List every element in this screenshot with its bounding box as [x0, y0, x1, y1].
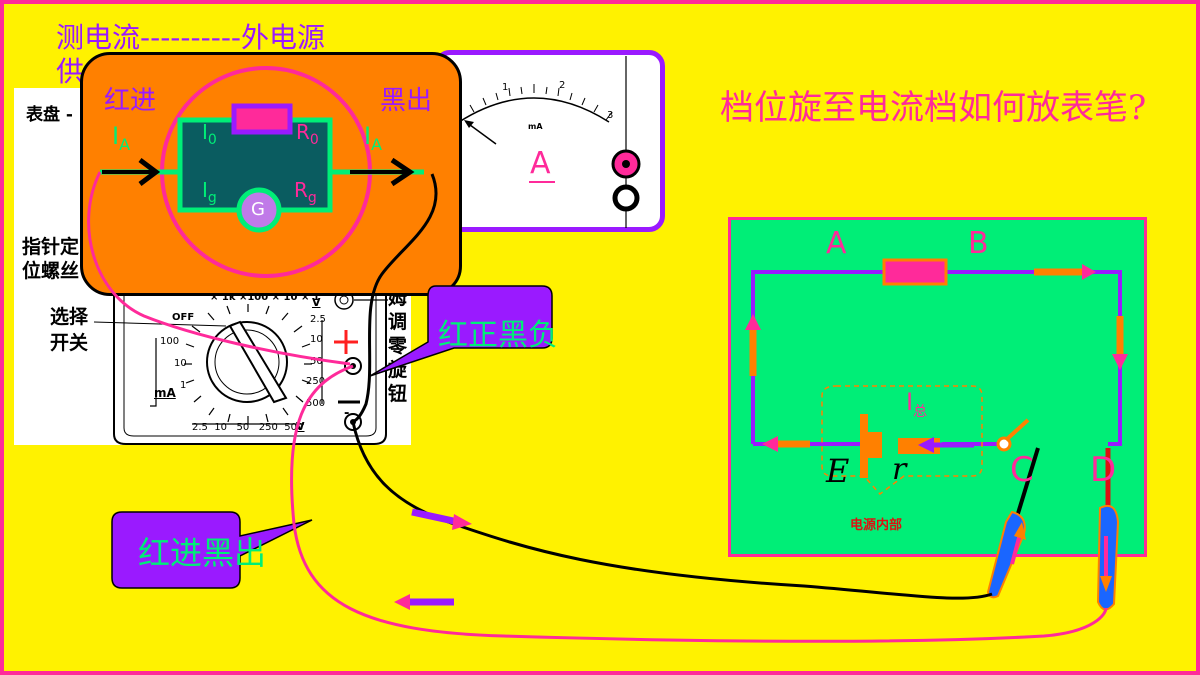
black-probe-tip [1014, 447, 1040, 521]
inset-black-out: 黑出 [380, 86, 433, 116]
galvanometer-g [236, 187, 282, 233]
emf-label: E [826, 452, 850, 490]
galvanometer-label: G [251, 199, 265, 220]
question-text: 档位旋至电流档如何放表笔? [720, 88, 1147, 128]
slide-title: 测电流----------外电源 [56, 21, 326, 54]
black-lead-arrow-shaft [411, 508, 459, 526]
inset-arrow-right-head [390, 157, 415, 187]
multimeter-frame [113, 292, 387, 445]
ammeter-positive-terminal-center [622, 160, 630, 168]
callout-red-in-black-out-text: 红进黑出 [138, 534, 267, 572]
selector-knob-inner [214, 329, 280, 395]
red-lead-arrow-head [394, 594, 410, 610]
circuit-drawing [745, 258, 1128, 611]
shunt-resistor-r0 [231, 103, 293, 135]
selector-leader [93, 321, 227, 327]
ma-bracket [150, 338, 157, 407]
inset-current-in-label: IA [112, 122, 131, 154]
ammeter-unit: mA [528, 122, 543, 131]
inset-current-out-label: IA [364, 122, 383, 154]
black-lead-upper [352, 173, 438, 424]
minus-label: - [344, 406, 350, 421]
red-lead-lower [290, 364, 1108, 643]
range-top: × 1k ×100 × 10 × 1 [210, 292, 320, 303]
internal-source-label: 电源内部 [850, 518, 903, 533]
v-tick-50: 50 [310, 356, 323, 367]
circuit-point-b: B [968, 226, 989, 261]
callout-red-pos-black-neg [369, 285, 553, 377]
needle-adjust-label-1: 指针定 [22, 236, 80, 258]
battery-long-plate [860, 414, 868, 478]
selector-label-1: 选择 [50, 306, 89, 328]
shunt-current-label: I0 [202, 120, 217, 148]
v-bottom-ticks: 2.5 10 50 250 500 [192, 422, 304, 433]
v-top: V [312, 296, 321, 309]
circuit-point-c: C [1010, 450, 1034, 490]
needle-adjust-label-2: 位螺丝 [22, 260, 80, 282]
inset-red-in: 红进 [104, 86, 157, 116]
black-lead-arrow-head [452, 514, 472, 530]
v-tick-10: 10 [310, 334, 323, 345]
red-lead-upper [87, 171, 351, 366]
circuit-point-d: D [1090, 450, 1117, 490]
ammeter-needle [465, 121, 497, 145]
ammeter-needle-tip [464, 120, 474, 128]
black-probe-arrow-head [1014, 522, 1026, 540]
ammeter-tick-1: 1 [502, 82, 509, 93]
circuit-arrow-left-head [745, 314, 761, 330]
ammeter-tick-2: 2 [559, 80, 566, 91]
ammeter-tick-3: 3 [607, 110, 614, 121]
v-tick-500: 500 [306, 398, 326, 409]
internal-source-box [821, 385, 983, 496]
circuit-arrow-top-head [1082, 264, 1096, 280]
callout-shapes [111, 285, 553, 589]
dial-label: 表盘 - [26, 105, 73, 125]
callout-red-pos-black-neg-text: 红正黑负 [438, 318, 558, 353]
off-label: OFF [172, 312, 195, 323]
slide-title-line2: 供 [56, 55, 85, 88]
ammeter-scale-arc [458, 97, 610, 123]
galvanometer-resistor-label: Rg [294, 178, 317, 206]
battery-short-plate [868, 432, 882, 458]
internal-current-arrow-head [918, 437, 934, 453]
shunt-resistor-label: R0 [296, 120, 319, 148]
multimeter-frame-inner [123, 292, 377, 437]
ohm-adjust-knob-inner [339, 295, 349, 305]
ma-tick-100: 100 [160, 336, 180, 347]
ammeter-drawing [455, 56, 641, 228]
ma-label: mA [154, 386, 176, 400]
v-tick-2-5: 2.5 [310, 314, 326, 325]
ma-tick-1: 1 [180, 380, 187, 391]
ma-tick-10: 10 [174, 358, 187, 369]
callout-red-in-black-out [111, 511, 313, 589]
circuit-arrow-bottom-head [762, 436, 778, 452]
ammeter-negative-terminal [612, 184, 640, 212]
v-bottom: V [296, 420, 305, 433]
selector-label-2: 开关 [50, 332, 89, 354]
total-current-label: I总 [906, 388, 928, 420]
range-ticks [184, 304, 312, 424]
v-tick-250: 250 [306, 376, 326, 387]
internal-resistance-label: r [892, 452, 907, 487]
black-probe-arrow [1010, 533, 1022, 565]
circuit-resistor [882, 258, 948, 286]
test-leads [87, 171, 1108, 643]
circuit-arrow-right-head [1112, 354, 1128, 370]
inset-drawing [100, 66, 424, 278]
switch-lever [1004, 418, 1030, 442]
black-lead-lower [351, 421, 993, 600]
circuit-point-a: A [826, 226, 847, 261]
inset-arrow-left-head [138, 158, 161, 186]
red-probe-arrow-head [1100, 576, 1112, 592]
ammeter-label: A [530, 146, 551, 181]
selector-pointer [228, 320, 288, 404]
galvanometer-current-label: Ig [202, 178, 217, 206]
